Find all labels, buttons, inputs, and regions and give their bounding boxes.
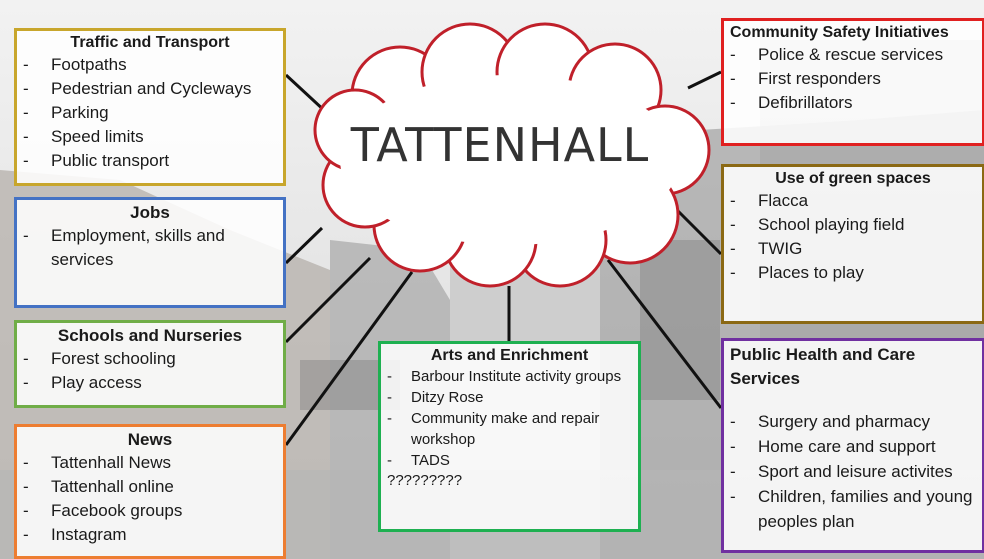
- list-item: School playing field: [730, 213, 976, 237]
- diagram-title: TATTENHALL: [350, 118, 650, 172]
- arts-enrichment-box: Arts and Enrichment Barbour Institute ac…: [378, 341, 641, 532]
- box-heading: Traffic and Transport: [70, 34, 230, 51]
- list-item: Community make and repair workshop: [387, 408, 632, 450]
- list-item: Tattenhall News: [23, 451, 277, 475]
- connector-news: [284, 271, 414, 446]
- list-item: Sport and leisure activites: [730, 459, 976, 484]
- list-item: TADS: [387, 450, 632, 471]
- list-item: Defibrillators: [730, 91, 976, 115]
- list-item: Flacca: [730, 189, 976, 213]
- connector-schools: [284, 256, 372, 344]
- question-marks-text: ?????????: [387, 472, 463, 489]
- list-item: Play access: [23, 371, 277, 395]
- connector-green: [670, 203, 723, 256]
- box-heading: Schools and Nurseries: [57, 326, 243, 345]
- traffic-transport-box: Traffic and Transport Footpaths Pedestri…: [14, 28, 286, 186]
- connector-health: [606, 259, 723, 409]
- list-item: Facebook groups: [23, 499, 277, 523]
- list-item: Children, families and young peoples pla…: [730, 484, 976, 534]
- list-item: Footpaths: [23, 53, 277, 77]
- jobs-box: Jobs Employment, skills and services: [14, 197, 286, 308]
- box-heading: Arts and Enrichment: [430, 347, 589, 364]
- box-heading: Community Safety Initiatives: [730, 24, 949, 41]
- list-item: Public transport: [23, 149, 277, 173]
- list-item: Instagram: [23, 523, 277, 547]
- list-item: Places to play: [730, 261, 976, 285]
- list-item: TWIG: [730, 237, 976, 261]
- list-item: Parking: [23, 101, 277, 125]
- community-safety-box: Community Safety Initiatives Police & re…: [721, 18, 984, 146]
- list-item: Ditzy Rose: [387, 387, 632, 408]
- green-spaces-box: Use of green spaces Flacca School playin…: [721, 164, 984, 324]
- connector-jobs: [284, 226, 324, 265]
- box-heading: News: [127, 430, 173, 449]
- news-box: News Tattenhall News Tattenhall online F…: [14, 424, 286, 559]
- list-item: Speed limits: [23, 125, 277, 149]
- schools-nurseries-box: Schools and Nurseries Forest schooling P…: [14, 320, 286, 408]
- box-heading: Use of green spaces: [775, 170, 931, 187]
- list-item: Barbour Institute activity groups: [387, 366, 632, 387]
- list-item: Home care and support: [730, 434, 976, 459]
- list-item: Police & rescue services: [730, 43, 976, 67]
- list-item: Forest schooling: [23, 347, 277, 371]
- public-health-box: Public Health and Care Services Surgery …: [721, 338, 984, 553]
- list-item: Pedestrian and Cycleways: [23, 77, 277, 101]
- list-item: First responders: [730, 67, 976, 91]
- list-item: Employment, skills and services: [23, 224, 277, 272]
- box-heading: Public Health and Care Services: [730, 345, 916, 388]
- connector-safety: [687, 70, 722, 90]
- list-item: Tattenhall online: [23, 475, 277, 499]
- list-item: Surgery and pharmacy: [730, 409, 976, 434]
- box-heading: Jobs: [130, 203, 170, 222]
